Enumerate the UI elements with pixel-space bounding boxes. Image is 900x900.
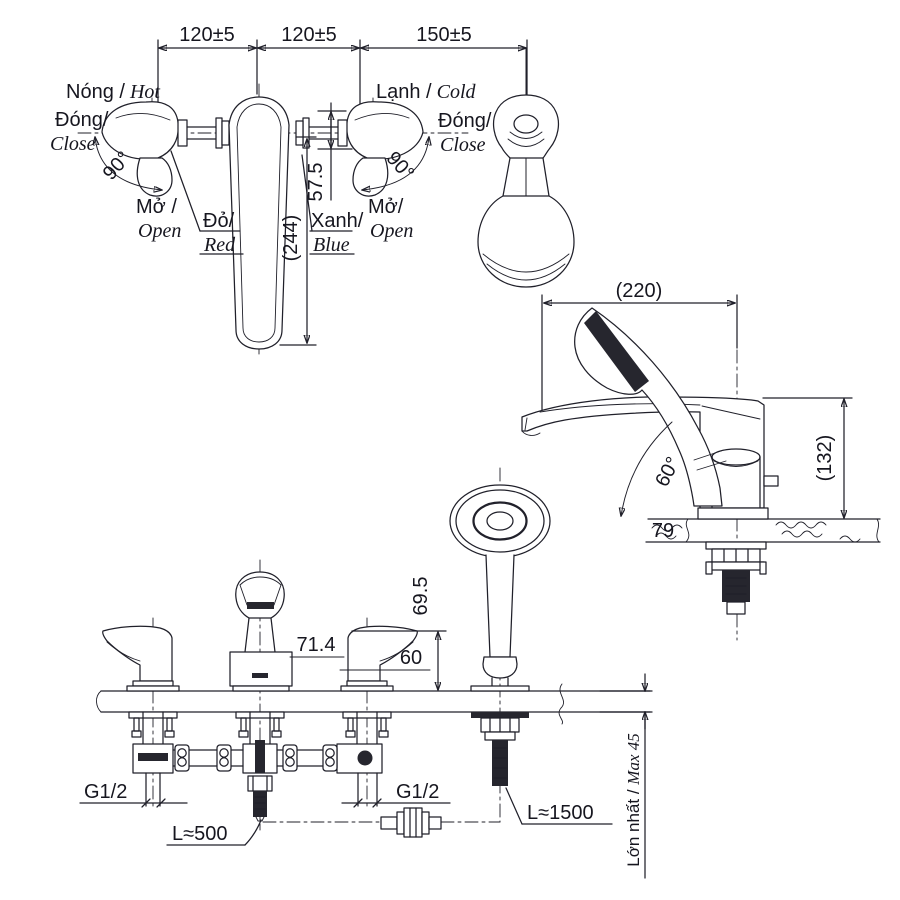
dim-60deg: 60°	[651, 453, 685, 490]
spray-face-dots	[455, 489, 545, 553]
dim-120-left: 120±5	[179, 24, 234, 46]
dim-120-mid: 120±5	[281, 24, 336, 46]
side-holder	[711, 448, 779, 508]
label-close-right-vi: Đóng/	[438, 110, 492, 132]
dim-244: (244)	[280, 215, 302, 262]
deck-max-vi: Lớn nhất /	[624, 785, 643, 867]
dim-71-4: 71.4	[297, 634, 336, 656]
supply-pipes	[172, 744, 338, 772]
side-shank	[697, 507, 769, 615]
underdeck-right-mount	[336, 711, 392, 807]
label-open-right-en: Open	[370, 220, 413, 242]
side-handshower-wand	[574, 307, 727, 507]
handshower-underdeck	[471, 712, 529, 786]
dim-220-lines	[541, 294, 738, 411]
dim-69-5-lines	[351, 630, 447, 690]
label-blue-en: Blue	[313, 234, 350, 256]
deck-max-en: Max 45	[624, 733, 643, 785]
dim-57-5: 57.5	[305, 163, 327, 202]
label-open-right-vi: Mở/	[368, 196, 404, 218]
label-cold-en: Cold	[437, 81, 477, 103]
left-handle-front	[102, 625, 180, 692]
label-hot: Nóng /Hot	[66, 81, 160, 103]
dim-220: (220)	[616, 280, 663, 302]
dim-69-5: 69.5	[410, 577, 432, 616]
red-label-leader	[170, 150, 244, 255]
hose-union-fitting	[380, 807, 442, 838]
thread-left-label: G1/2	[84, 781, 127, 803]
hot-handle-plan	[101, 101, 230, 197]
handshower-joint	[513, 114, 539, 134]
handshower-plan-view	[477, 47, 575, 288]
dim-244-lines	[279, 136, 317, 346]
handshower-handle-plan	[502, 157, 550, 197]
spout-front	[229, 571, 293, 692]
label-close-left-en: Close	[50, 133, 96, 155]
thread-right-label: G1/2	[396, 781, 439, 803]
angle-60-arc	[621, 421, 673, 516]
label-hot-vi: Nóng /	[66, 81, 125, 103]
label-blue-vi: Xanh/	[311, 210, 364, 232]
blue-label-leader	[301, 154, 355, 255]
side-deck	[645, 518, 881, 543]
g12-left-lines	[79, 798, 188, 808]
front-view: 69.5 71.4 60	[79, 467, 653, 879]
top-dimension-lines	[157, 39, 528, 113]
deck-max-label: Lớn nhất / Max 45	[624, 733, 643, 867]
underdeck-center-mount	[235, 711, 285, 822]
hose-long-label: L≈1500	[527, 802, 594, 824]
underdeck-left-mount	[128, 711, 178, 807]
spout-plan	[228, 96, 290, 350]
cold-90deg-arc	[362, 137, 429, 190]
dim-132: (132)	[814, 435, 836, 482]
label-close-left-vi: Đóng/	[55, 109, 109, 131]
hose-long-leader	[505, 787, 613, 825]
spray-face-ring	[473, 502, 527, 540]
dim-60: 60	[400, 647, 422, 669]
label-close-right-en: Close	[440, 134, 486, 156]
dim-150-right: 150±5	[416, 24, 471, 46]
handshower-head-plan	[477, 195, 575, 288]
dim-57-5-lines	[317, 102, 353, 201]
label-open-left-en: Open	[138, 220, 181, 242]
hose-short-leader	[166, 819, 262, 846]
hose-short-label: L≈500	[172, 823, 227, 845]
g12-right-lines	[341, 798, 451, 808]
dim-79: 79	[652, 520, 674, 542]
label-cold: Lạnh /Cold	[376, 81, 477, 103]
holder-knob	[763, 475, 779, 487]
label-cold-vi: Lạnh /	[376, 81, 432, 103]
handshower-escutcheon	[492, 94, 560, 159]
dim-132-lines	[762, 397, 853, 518]
label-hot-en: Hot	[129, 81, 160, 103]
right-handle-front	[340, 625, 418, 692]
label-red-vi: Đỏ/	[203, 210, 235, 232]
hot-90deg-arc	[95, 137, 162, 190]
label-red-en: Red	[203, 234, 236, 256]
side-view: (220)	[521, 280, 881, 641]
label-open-left-vi: Mở /	[136, 196, 177, 218]
plan-view: 120±5 120±5 150±5	[50, 24, 528, 355]
deck-max-lines	[599, 673, 653, 879]
handshower-front	[449, 484, 551, 692]
